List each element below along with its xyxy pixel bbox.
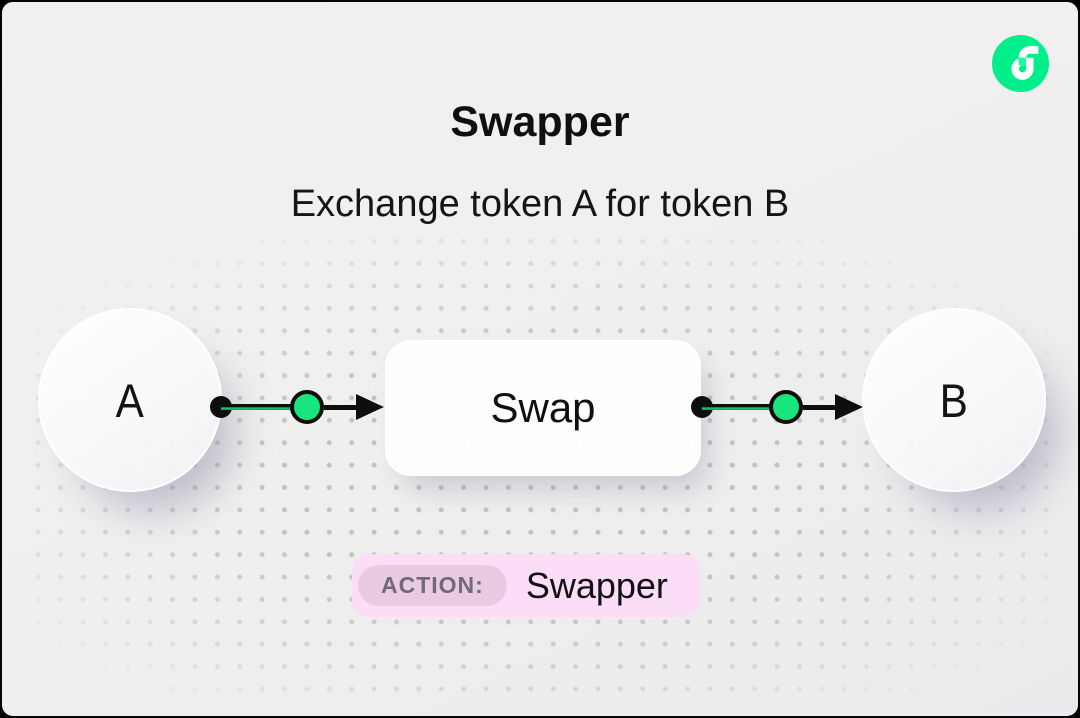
arrow-head-icon — [356, 394, 384, 420]
flow-logo-icon — [992, 35, 1049, 92]
node-token-b: B — [862, 308, 1046, 492]
connector-green-dot — [290, 390, 324, 424]
node-token-b-label: B — [939, 373, 969, 427]
action-badge-value: Swapper — [525, 564, 668, 606]
connector-line — [324, 405, 357, 410]
action-badge: ACTION: Swapper — [352, 554, 700, 617]
node-swap: Swap — [385, 340, 701, 476]
arrow-head-icon — [835, 394, 863, 420]
action-badge-label: ACTION: — [358, 565, 507, 606]
connector-line-green — [702, 404, 786, 410]
connector-line — [803, 405, 836, 410]
page-subtitle: Exchange token A for token B — [290, 183, 790, 225]
node-token-a: A — [38, 308, 222, 492]
connector-line-green — [221, 404, 308, 410]
connector-green-dot — [769, 390, 803, 424]
node-swap-label: Swap — [490, 384, 596, 431]
page-title: Swapper — [450, 97, 630, 146]
node-token-a-label: A — [115, 373, 145, 427]
